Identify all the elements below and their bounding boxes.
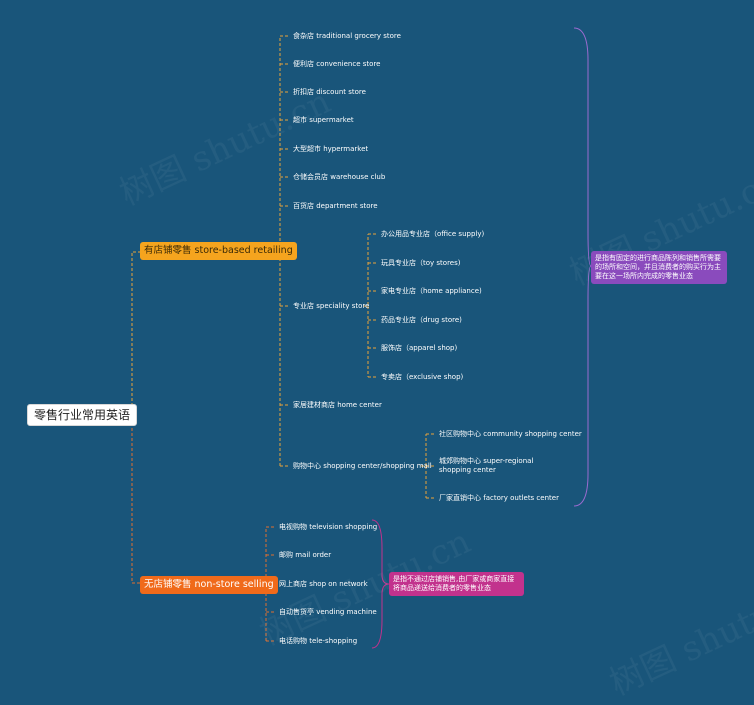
- leaf-exclusive-shop[interactable]: 专卖店（exclusive shop): [381, 373, 464, 381]
- link-root-nonstore: [128, 416, 140, 584]
- leaf-tele-shopping[interactable]: 电话购物 tele-shopping: [279, 637, 358, 645]
- branch-non-store[interactable]: 无店铺零售 non-store selling: [140, 576, 278, 594]
- leaf-supermarket[interactable]: 超市 supermarket: [293, 116, 354, 124]
- root-topic[interactable]: 零售行业常用英语: [27, 404, 138, 426]
- leaf-department-store[interactable]: 百货店 department store: [293, 202, 378, 210]
- leaf-shop-on-network[interactable]: 网上商店 shop on network: [279, 580, 368, 588]
- branch-store-based[interactable]: 有店铺零售 store-based retailing: [140, 242, 297, 260]
- link-root-store: [128, 251, 140, 418]
- leaf-home-appliance[interactable]: 家电专业店（home appliance): [381, 287, 482, 295]
- leaf-discount[interactable]: 折扣店 discount store: [293, 88, 366, 96]
- mindmap-canvas: 树图 shutu.cn 树图 shutu.cn 树图 shutu.cn 树图 s…: [27, 27, 754, 704]
- leaf-mail-order[interactable]: 邮购 mail order: [279, 551, 332, 559]
- leaf-convenience[interactable]: 便利店 convenience store: [293, 60, 381, 68]
- leaf-home-center[interactable]: 家居建材商店 home center: [293, 401, 382, 409]
- link-mall-children: [421, 433, 434, 499]
- link-store-children: [280, 35, 288, 467]
- summary-note-nonstore[interactable]: 是指不通过店铺销售,由厂家或商家直接将商品递送给消费者的零售业态: [389, 572, 524, 596]
- leaf-television-shopping[interactable]: 电视购物 television shopping: [279, 523, 378, 531]
- leaf-drug-store[interactable]: 药品专业店（drug store): [381, 316, 462, 324]
- leaf-vending-machine[interactable]: 自动售货亭 vending machine: [279, 608, 377, 616]
- leaf-community-center[interactable]: 社区购物中心 community shopping center: [439, 430, 582, 438]
- leaf-hypermarket[interactable]: 大型超市 hypermarket: [293, 145, 369, 153]
- leaf-shopping-mall[interactable]: 购物中心 shopping center/shopping mall: [293, 462, 432, 470]
- leaf-speciality-store[interactable]: 专业店 speciality store: [293, 302, 370, 310]
- link-speciality-children: [364, 233, 376, 378]
- leaf-office-supply[interactable]: 办公用品专业店（office supply): [381, 230, 485, 238]
- summary-note-store[interactable]: 是指有固定的进行商品陈列和销售所需要的场所和空间，并且消费者的购买行为主要在这一…: [591, 251, 727, 284]
- leaf-toy-stores[interactable]: 玩具专业店（toy stores): [381, 259, 461, 267]
- leaf-factory-outlets[interactable]: 厂家直销中心 factory outlets center: [439, 494, 559, 502]
- leaf-apparel-shop[interactable]: 服饰店（apparel shop): [381, 344, 458, 352]
- leaf-grocery[interactable]: 食杂店 traditional grocery store: [293, 32, 401, 40]
- leaf-super-regional-center[interactable]: 城郊购物中心 super-regional shopping center: [439, 457, 534, 474]
- leaf-warehouse-club[interactable]: 仓储会员店 warehouse club: [293, 173, 386, 181]
